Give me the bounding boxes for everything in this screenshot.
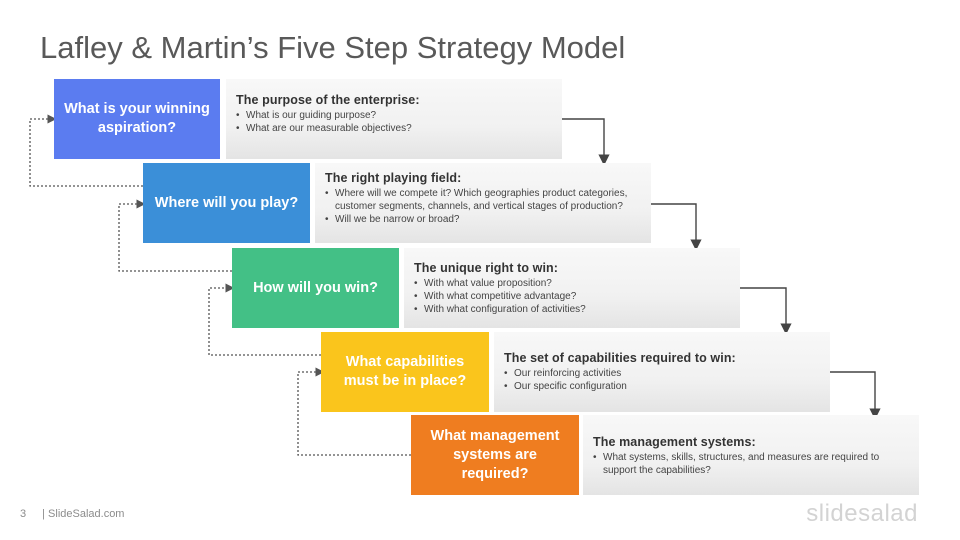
list-item: Our reinforcing activities bbox=[504, 367, 820, 380]
footer: 3 | SlideSalad.com bbox=[20, 508, 124, 520]
list-item: What are our measurable objectives? bbox=[236, 122, 552, 135]
flow-arrow-2 bbox=[651, 203, 702, 251]
step-4-heading: The set of capabilities required to win: bbox=[504, 351, 736, 365]
list-item: What is our guiding purpose? bbox=[236, 109, 552, 122]
step-4-description-box: The set of capabilities required to win:… bbox=[494, 332, 830, 412]
step-1-question-box: What is your winning aspiration? bbox=[54, 79, 220, 159]
feedback-arrow-4 bbox=[297, 367, 411, 456]
page-number: 3 bbox=[20, 508, 27, 520]
step-1-description-box: The purpose of the enterprise: What is o… bbox=[226, 79, 562, 159]
step-3-question-box: How will you win? bbox=[232, 248, 399, 328]
step-5-question-box: What management systems are required? bbox=[411, 415, 579, 495]
list-item: What systems, skills, structures, and me… bbox=[593, 451, 909, 477]
step-1-question: What is your winning aspiration? bbox=[64, 101, 210, 136]
feedback-arrow-1 bbox=[29, 114, 143, 187]
step-2-description-box: The right playing field: Where will we c… bbox=[315, 163, 651, 243]
brand-logo: slidesalad bbox=[806, 500, 918, 527]
step-5-description-box: The management systems: What systems, sk… bbox=[583, 415, 919, 495]
list-item: Will we be narrow or broad? bbox=[325, 213, 641, 226]
feedback-arrow-3 bbox=[208, 283, 321, 356]
step-1-heading: The purpose of the enterprise: bbox=[236, 93, 420, 107]
feedback-arrow-2 bbox=[118, 199, 232, 272]
step-3-question: How will you win? bbox=[253, 279, 378, 296]
step-5-question: What management systems are required? bbox=[430, 427, 560, 482]
step-1-bullets: What is our guiding purpose? What are ou… bbox=[236, 109, 552, 135]
flow-arrow-3 bbox=[740, 287, 792, 335]
list-item: With what value proposition? bbox=[414, 277, 730, 290]
flow-arrow-1 bbox=[562, 118, 610, 166]
step-3-description-box: The unique right to win: With what value… bbox=[404, 248, 740, 328]
slide-title: Lafley & Martin’s Five Step Strategy Mod… bbox=[40, 30, 626, 65]
step-5-heading: The management systems: bbox=[593, 435, 756, 449]
step-4-question-box: What capabilities must be in place? bbox=[321, 332, 489, 412]
list-item: Our specific configuration bbox=[504, 380, 820, 393]
footer-source: | SlideSalad.com bbox=[42, 508, 125, 520]
list-item: Where will we compete it? Which geograph… bbox=[325, 187, 641, 213]
step-2-heading: The right playing field: bbox=[325, 171, 462, 185]
step-2-question: Where will you play? bbox=[154, 194, 299, 211]
list-item: With what configuration of activities? bbox=[414, 303, 730, 316]
flow-arrow-4 bbox=[830, 371, 881, 420]
step-4-bullets: Our reinforcing activities Our specific … bbox=[504, 367, 820, 393]
step-3-bullets: With what value proposition? With what c… bbox=[414, 277, 730, 316]
step-5-bullets: What systems, skills, structures, and me… bbox=[593, 451, 909, 477]
step-2-question-box: Where will you play? bbox=[143, 163, 310, 243]
step-4-question: What capabilities must be in place? bbox=[343, 354, 467, 389]
step-2-bullets: Where will we compete it? Which geograph… bbox=[325, 187, 641, 226]
list-item: With what competitive advantage? bbox=[414, 290, 730, 303]
step-3-heading: The unique right to win: bbox=[414, 261, 559, 275]
